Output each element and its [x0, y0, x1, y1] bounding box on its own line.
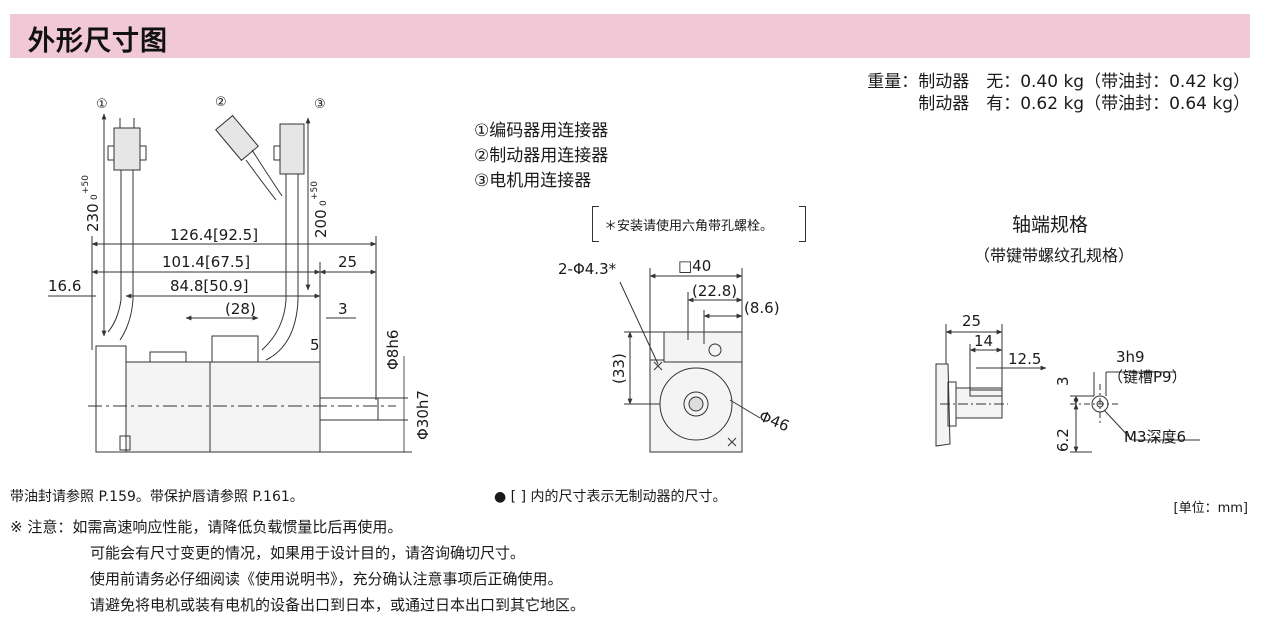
legend-motor: ③电机用连接器: [474, 171, 592, 191]
brake-connector: [215, 114, 283, 201]
section-header: 外形尺寸图: [10, 14, 1250, 58]
dim-shaft-12-5: 12.5: [1008, 350, 1041, 368]
front-view: [619, 268, 761, 453]
dim-flange: 16.6: [48, 277, 81, 295]
encoder-connector: [107, 118, 147, 341]
legend-brake: ②制动器用连接器: [474, 146, 609, 166]
dim-8-6: (8.6): [744, 299, 780, 317]
dim-shaft-25: 25: [962, 312, 981, 330]
dim-shaft-6-2: 6.2: [1054, 428, 1072, 452]
caution-line: 使用前请务必仔细阅读《使用说明书》，充分确认注意事项后正确使用。: [90, 570, 563, 588]
dim-square: □40: [678, 257, 711, 275]
section-title: 外形尺寸图: [28, 26, 168, 57]
weight-line-no-brake: 重量：制动器 无：0.40 kg（带油封：0.42 kg）: [867, 72, 1250, 92]
dim-cable1-tol-plus: +50: [81, 175, 91, 194]
dim-3: 3: [338, 300, 348, 318]
bracket-note: ● [ ] 内的尺寸表示无制动器的尺寸。: [494, 489, 727, 505]
caution-line: 可能会有尺寸变更的情况，如果用于设计目的，请咨询确切尺寸。: [90, 544, 526, 562]
dim-cable1-tol-zero: 0: [90, 194, 100, 200]
dim-phi8: Φ8h6: [384, 330, 402, 370]
dim-phi46: Φ46: [757, 407, 792, 435]
caution-line: 请避免将电机或装有电机的设备出口到日本，或通过日本出口到其它地区。: [90, 596, 586, 614]
dim-shaft-len: 25: [338, 253, 357, 271]
weight-spec: 重量：制动器 无：0.40 kg（带油封：0.42 kg） 制动器 有：0.62…: [867, 71, 1250, 115]
motor-connector: [261, 123, 305, 361]
motor-body: [88, 335, 396, 453]
dim-total: 126.4[92.5]: [170, 226, 258, 244]
dim-cable2-tol-plus: +50: [310, 181, 320, 200]
side-view-labels: ① ② ③ 230 +50 0 200 +50 0 126.4[92.5] 10…: [48, 95, 432, 440]
side-view: [48, 113, 412, 453]
dim-key-width: 3h9: [1116, 348, 1145, 366]
dim-cable2-tol-zero: 0: [319, 200, 329, 206]
callout-1: ①: [96, 97, 108, 112]
shaft-subtitle: （带键带螺纹孔规格）: [974, 246, 1135, 265]
caution-notes: ※ 注意：如需高速响应性能，请降低负载惯量比后再使用。 可能会有尺寸变更的情况，…: [10, 514, 585, 618]
dim-cable2: 200: [312, 209, 330, 238]
dim-shaft-3: 3: [1054, 376, 1072, 386]
caution-line: ※ 注意：如需高速响应性能，请降低负载惯量比后再使用。: [10, 518, 403, 536]
shaft-title: 轴端规格: [1012, 214, 1089, 236]
legend-encoder: ①编码器用连接器: [474, 121, 609, 141]
dim-key-name: （键槽P9）: [1108, 368, 1187, 386]
dim-28: (28): [225, 300, 256, 318]
dim-thread: M3深度6: [1124, 428, 1186, 446]
dim-5: 5: [310, 336, 320, 354]
shaft-detail: [935, 324, 1200, 453]
dim-33: (33): [610, 353, 628, 384]
dim-phi30: Φ30h7: [414, 390, 432, 440]
shaft-detail-labels: 25 14 12.5 3h9 （键槽P9） 3 6.2 M3深度6: [962, 312, 1187, 452]
dim-holes: 2-Φ4.3*: [558, 260, 617, 278]
dim-frame: 84.8[50.9]: [170, 277, 249, 295]
dim-cable1: 230: [84, 203, 102, 232]
mount-note-text: ＊安装请使用六角带孔螺栓。: [604, 219, 774, 234]
dim-body: 101.4[67.5]: [162, 253, 250, 271]
callout-2: ②: [215, 95, 227, 110]
weight-line-brake: 制动器 有：0.62 kg（带油封：0.64 kg）: [918, 94, 1250, 114]
connector-legend: ①编码器用连接器 ②制动器用连接器 ③电机用连接器: [474, 119, 608, 194]
dim-shaft-14: 14: [974, 332, 993, 350]
oil-seal-note: 带油封请参照 P.159。带保护唇请参照 P.161。: [10, 489, 304, 505]
unit-label: [单位：mm]: [1173, 501, 1248, 516]
bracket-right: [799, 206, 806, 242]
mount-note: ＊安装请使用六角带孔螺栓。: [592, 206, 806, 242]
dim-22-8: (22.8): [692, 282, 737, 300]
bracket-left: [592, 206, 599, 242]
callout-3: ③: [314, 97, 326, 112]
